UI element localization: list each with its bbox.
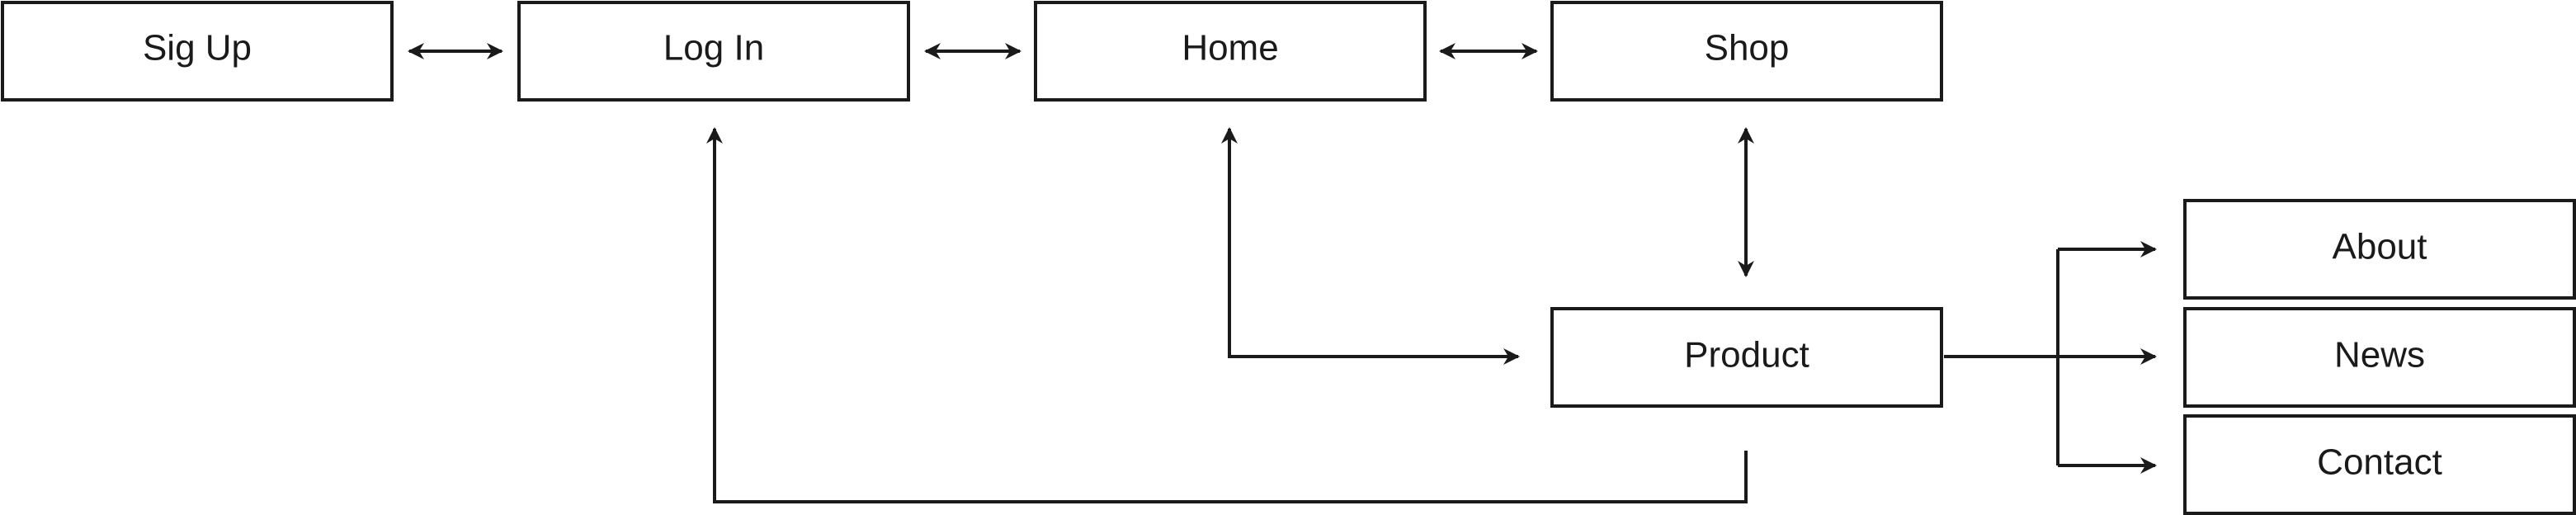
node-contact-label: Contact — [2317, 442, 2442, 483]
node-about-label: About — [2333, 227, 2427, 267]
node-login-label: Log In — [663, 28, 764, 69]
node-signup-box — [1, 1, 394, 102]
node-shop[interactable]: Shop — [1550, 1, 1943, 102]
node-signup[interactable]: Sig Up — [1, 1, 394, 102]
node-shop-box — [1550, 1, 1943, 102]
node-news[interactable]: News — [2183, 307, 2576, 408]
node-contact[interactable]: Contact — [2183, 414, 2576, 515]
node-news-label: News — [2334, 335, 2425, 376]
node-about-box — [2183, 199, 2576, 300]
node-home-box — [1034, 1, 1427, 102]
node-news-box — [2183, 307, 2576, 408]
node-contact-box — [2183, 414, 2576, 515]
node-home-label: Home — [1182, 28, 1278, 69]
node-product[interactable]: Product — [1550, 307, 1943, 408]
connectors — [408, 43, 2157, 503]
edge-product-login — [706, 127, 1748, 503]
node-about[interactable]: About — [2183, 199, 2576, 300]
edge-home-product — [1221, 127, 1520, 365]
node-login[interactable]: Log In — [517, 1, 910, 102]
node-login-box — [517, 1, 910, 102]
node-shop-label: Shop — [1705, 28, 1790, 69]
node-product-box — [1550, 307, 1943, 408]
node-home[interactable]: Home — [1034, 1, 1427, 102]
node-product-label: Product — [1684, 335, 1809, 376]
node-signup-label: Sig Up — [143, 28, 252, 69]
